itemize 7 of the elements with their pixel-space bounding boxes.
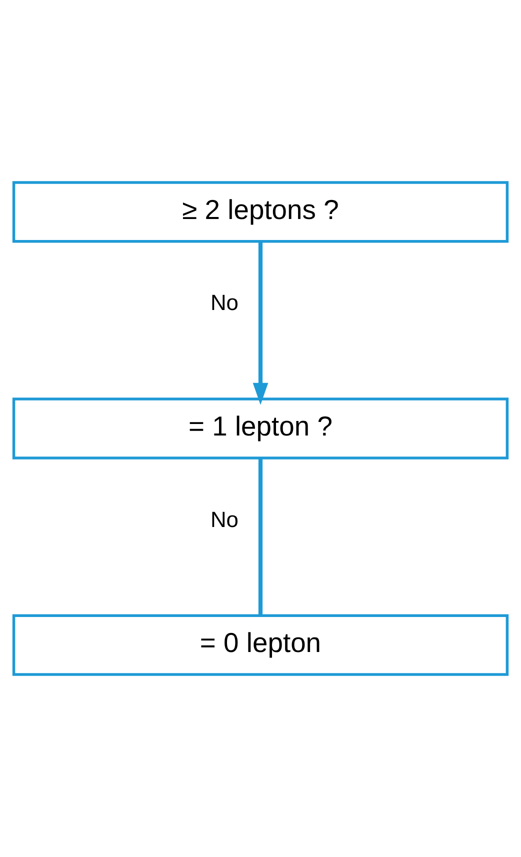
edge-label: No xyxy=(210,290,238,316)
node-box: = 0 lepton xyxy=(12,614,509,676)
arrow xyxy=(252,242,268,405)
node-box: ≥ 2 leptons ? xyxy=(12,181,509,243)
connector xyxy=(258,458,263,616)
node-box: = 1 lepton ? xyxy=(12,398,509,460)
edge-label: No xyxy=(210,506,238,532)
